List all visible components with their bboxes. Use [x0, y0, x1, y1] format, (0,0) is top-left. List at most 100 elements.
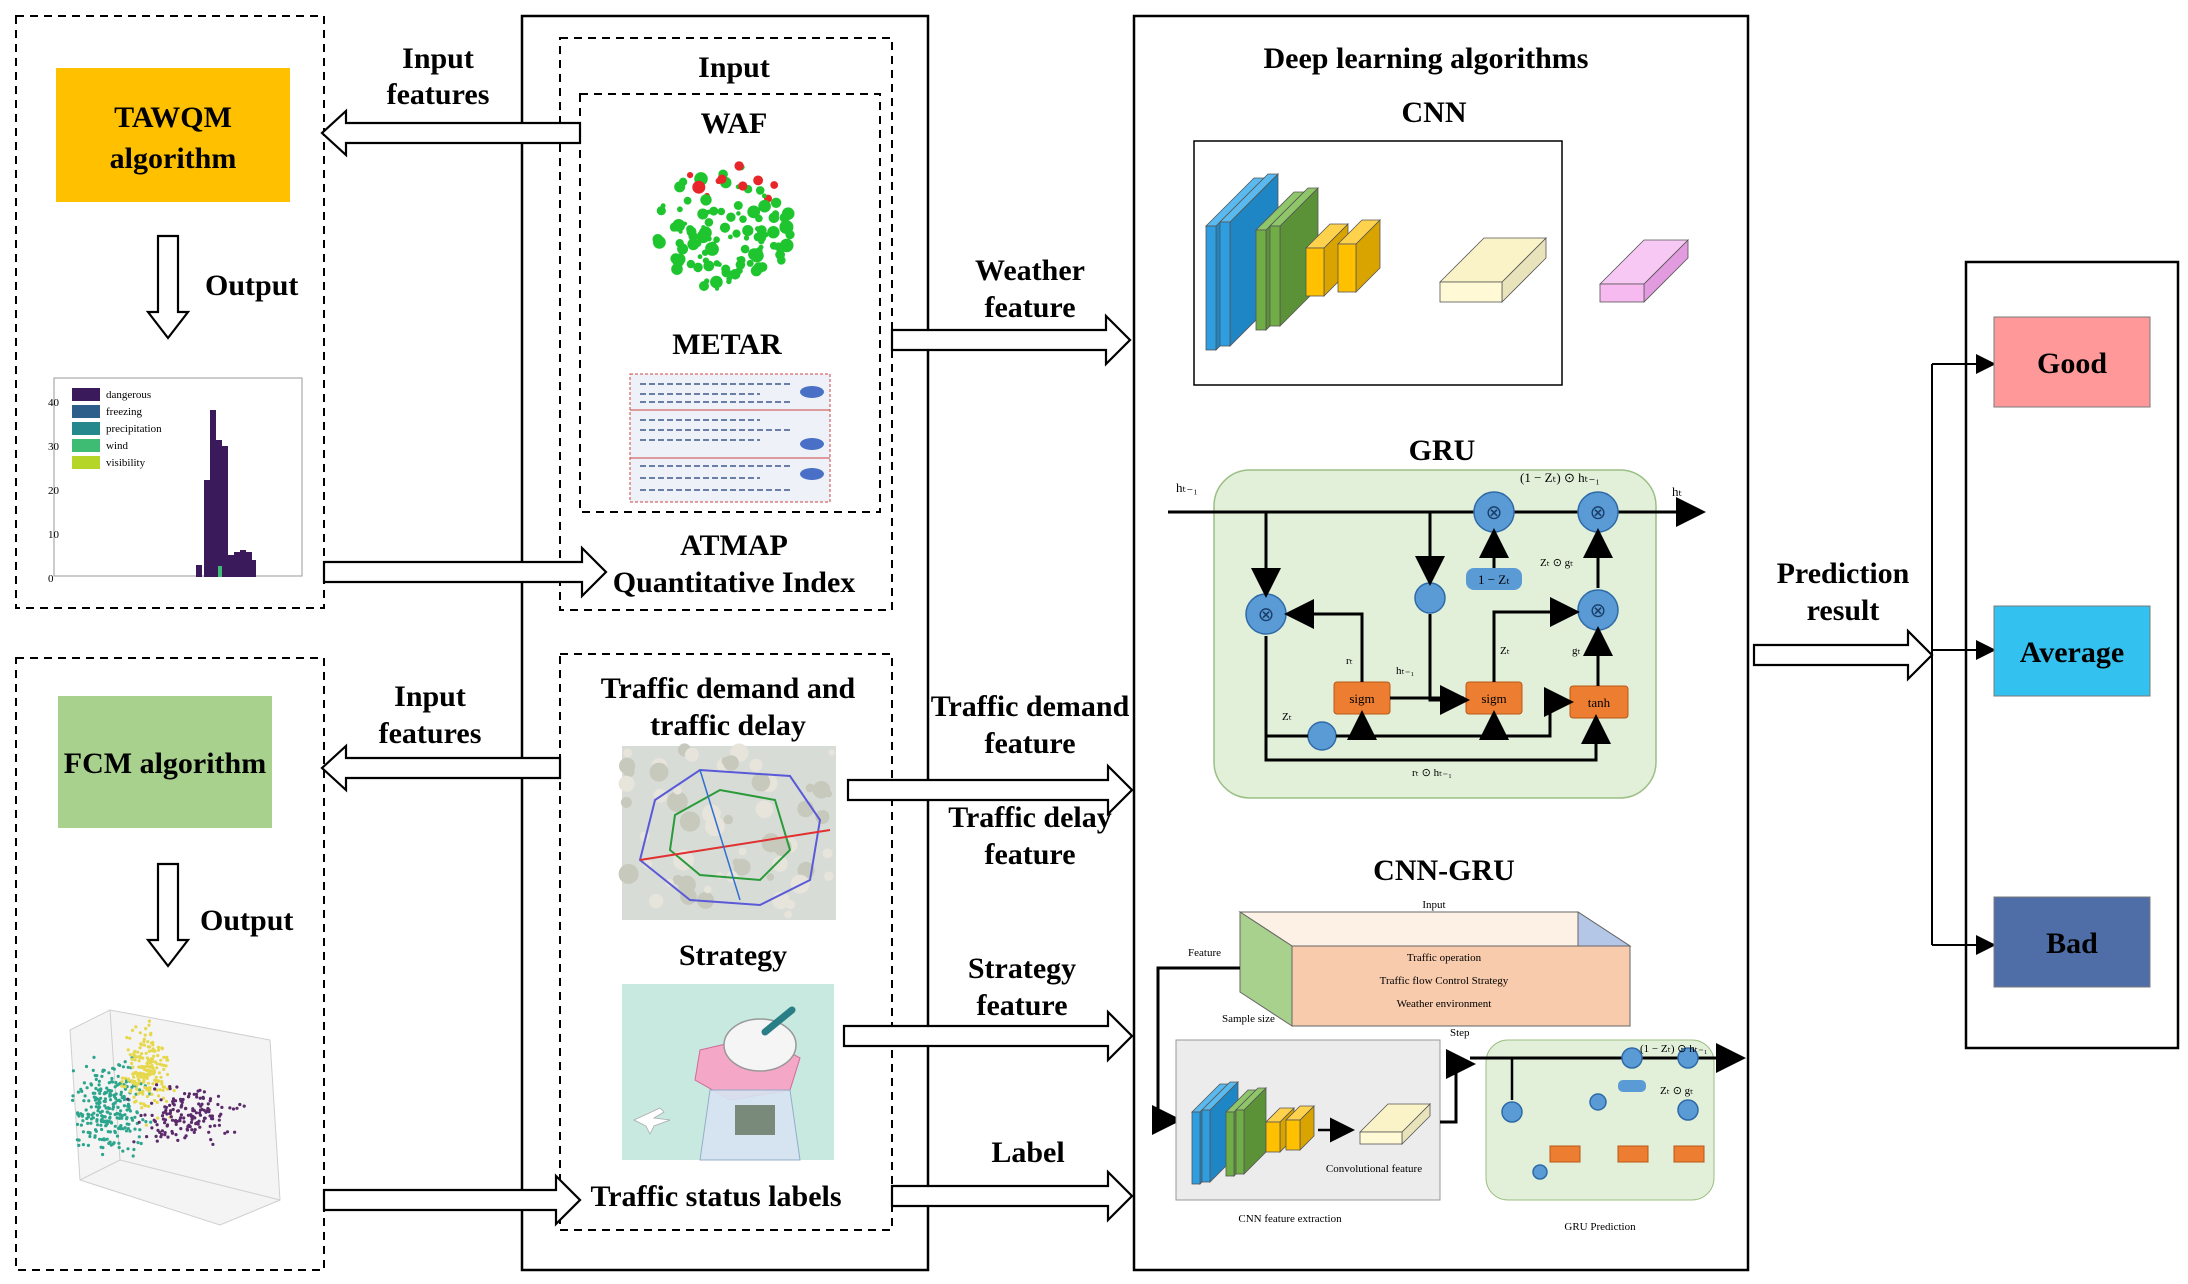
tawqm-output-arrow — [145, 234, 191, 340]
gru-r-label: rₜ — [1346, 655, 1353, 667]
histogram-ytick: 20 — [48, 485, 60, 497]
cnn-diagram — [1193, 140, 1689, 386]
class-label-good: Good — [2037, 347, 2107, 380]
gru-hprev-label: hₜ₋₁ — [1176, 480, 1198, 495]
strategy-feature-arrow — [842, 1009, 1134, 1063]
histogram-legend-entry: dangerous — [106, 389, 151, 401]
gru-cell-diagram: hₜ₋₁ hₜ (1 − Zₜ) ⊙ hₜ₋₁ ⊗ ⊗ ⊗ ⊗ 1 − Zₜ s… — [1168, 469, 1706, 799]
strategy-feature-label-2: feature — [976, 989, 1067, 1022]
class-box-bad — [1993, 896, 2151, 988]
cnn-gru-extraction-label: CNN feature extraction — [1238, 1213, 1342, 1225]
cnn-gru-zg-label: Zₜ ⊙ gₜ — [1660, 1085, 1693, 1097]
cnn-gru-input-label: Input — [1422, 899, 1445, 911]
class-label-bad: Bad — [2046, 927, 2098, 960]
atmap-label-2: Quantitative Index — [613, 566, 856, 599]
waf-label: WAF — [701, 107, 768, 140]
traffic-title: Traffic demand and — [601, 672, 856, 705]
traffic-status-labels: Traffic status labels — [590, 1180, 841, 1213]
input-features-top-arrow — [320, 108, 582, 158]
histogram-ytick: 30 — [48, 441, 60, 453]
center-column — [520, 14, 930, 1272]
atmap-label: ATMAP — [680, 529, 788, 562]
histogram-ytick: 10 — [48, 529, 60, 541]
tawqm-output-label: Output — [205, 269, 298, 302]
traffic-demand-feature-label-2: feature — [984, 727, 1075, 760]
cnn-gru-feature-label: Feature — [1188, 947, 1221, 959]
gru-zg-label: Zₜ ⊙ gₜ — [1540, 557, 1573, 569]
fcm-panel — [15, 657, 325, 1271]
waf-globe-image — [646, 156, 802, 296]
input-features-bottom-label: Input — [394, 680, 466, 713]
gru-label: GRU — [1409, 434, 1476, 467]
prediction-result-label-2: result — [1807, 594, 1880, 627]
weather-input-inner — [579, 93, 881, 513]
weather-feature-label: Weather — [975, 254, 1085, 287]
label-label: Label — [991, 1136, 1064, 1169]
cnn-gru-step-label: Step — [1450, 1027, 1470, 1039]
svg-text:⊗: ⊗ — [1590, 600, 1607, 622]
traffic-title-2: traffic delay — [650, 709, 806, 742]
gru-z-label: Zₜ — [1500, 645, 1510, 657]
prediction-result-arrow — [1752, 628, 1934, 682]
metar-report-image — [629, 373, 831, 503]
input-features-top-label: Input — [402, 42, 474, 75]
gru-z2-label: Zₜ — [1282, 711, 1292, 723]
histogram-legend-entry: visibility — [106, 457, 146, 469]
gru-sigm1-label: sigm — [1349, 691, 1374, 706]
cnn-gru-diagram: Input Feature Sample size Traffic operat… — [1152, 899, 1746, 1233]
gru-sigm2-label: sigm — [1481, 691, 1506, 706]
input-features-top-label-2: features — [387, 78, 490, 111]
tawqm-label: TAWQM — [114, 101, 232, 134]
class-box-good — [1993, 316, 2151, 408]
gru-hprev2-label: hₜ₋₁ — [1396, 665, 1415, 677]
fcm-label: FCM algorithm — [64, 747, 266, 780]
svg-text:⊗: ⊗ — [1486, 502, 1503, 524]
output-panel — [1964, 260, 2180, 1050]
weather-input-panel — [559, 37, 893, 611]
traffic-input-panel — [559, 653, 893, 1231]
svg-text:⊗: ⊗ — [1590, 502, 1607, 524]
strategy-feature-label: Strategy — [968, 952, 1076, 985]
class-box-average — [1993, 605, 2151, 697]
fcm-box — [58, 696, 272, 828]
deep-learning-panel — [1132, 14, 1750, 1272]
cnn-gru-row-weather: Weather environment — [1397, 998, 1492, 1010]
histogram-ytick: 40 — [48, 397, 60, 409]
traffic-delay-feature-label-2: feature — [984, 838, 1075, 871]
tawqm-panel — [15, 15, 325, 609]
fcm-output-label: Output — [200, 904, 293, 937]
cnn-label: CNN — [1402, 96, 1467, 129]
histogram-legend-entry: freezing — [106, 406, 143, 418]
label-arrow — [890, 1169, 1134, 1223]
airspace-map-image — [618, 743, 836, 920]
traffic-delay-feature-label: Traffic delay — [948, 801, 1112, 834]
cnn-gru-conv-feature-label: Convolutional feature — [1326, 1163, 1422, 1175]
gru-ht-label: hₜ — [1672, 484, 1683, 499]
cnn-gru-label: CNN-GRU — [1373, 854, 1515, 887]
tawqm-box — [56, 68, 290, 202]
input-title: Input — [698, 51, 770, 84]
class-label-average: Average — [2020, 636, 2124, 669]
cluster-scatter-plot — [69, 1009, 281, 1226]
weather-feature-label-2: feature — [984, 291, 1075, 324]
input-features-bottom-label-2: features — [379, 717, 482, 750]
traffic-feature-arrow — [846, 763, 1134, 817]
deep-learning-title: Deep learning algorithms — [1264, 42, 1589, 75]
strategy-label: Strategy — [679, 939, 787, 972]
histogram-legend-entry: wind — [106, 440, 129, 452]
cnn-gru-update-label: (1 − Zₜ) ⊙ hₜ₋₁ — [1640, 1043, 1708, 1055]
cnn-gru-prediction-label: GRU Prediction — [1564, 1221, 1636, 1233]
prediction-result-label: Prediction — [1777, 557, 1910, 590]
metar-label: METAR — [672, 328, 782, 361]
cnn-gru-row-control-strategy: Traffic flow Control Strategy — [1380, 975, 1509, 987]
cnn-gru-row-traffic-operation: Traffic operation — [1407, 952, 1482, 964]
traffic-demand-feature-label: Traffic demand — [931, 690, 1130, 723]
strategy-illustration — [622, 984, 834, 1161]
cnn-gru-sample-size-label: Sample size — [1222, 1013, 1275, 1025]
fcm-output-arrow — [145, 862, 191, 968]
scatter-to-labels-arrow — [322, 1173, 582, 1227]
input-features-bottom-arrow — [320, 743, 562, 793]
histogram-legend-entry: precipitation — [106, 423, 162, 435]
